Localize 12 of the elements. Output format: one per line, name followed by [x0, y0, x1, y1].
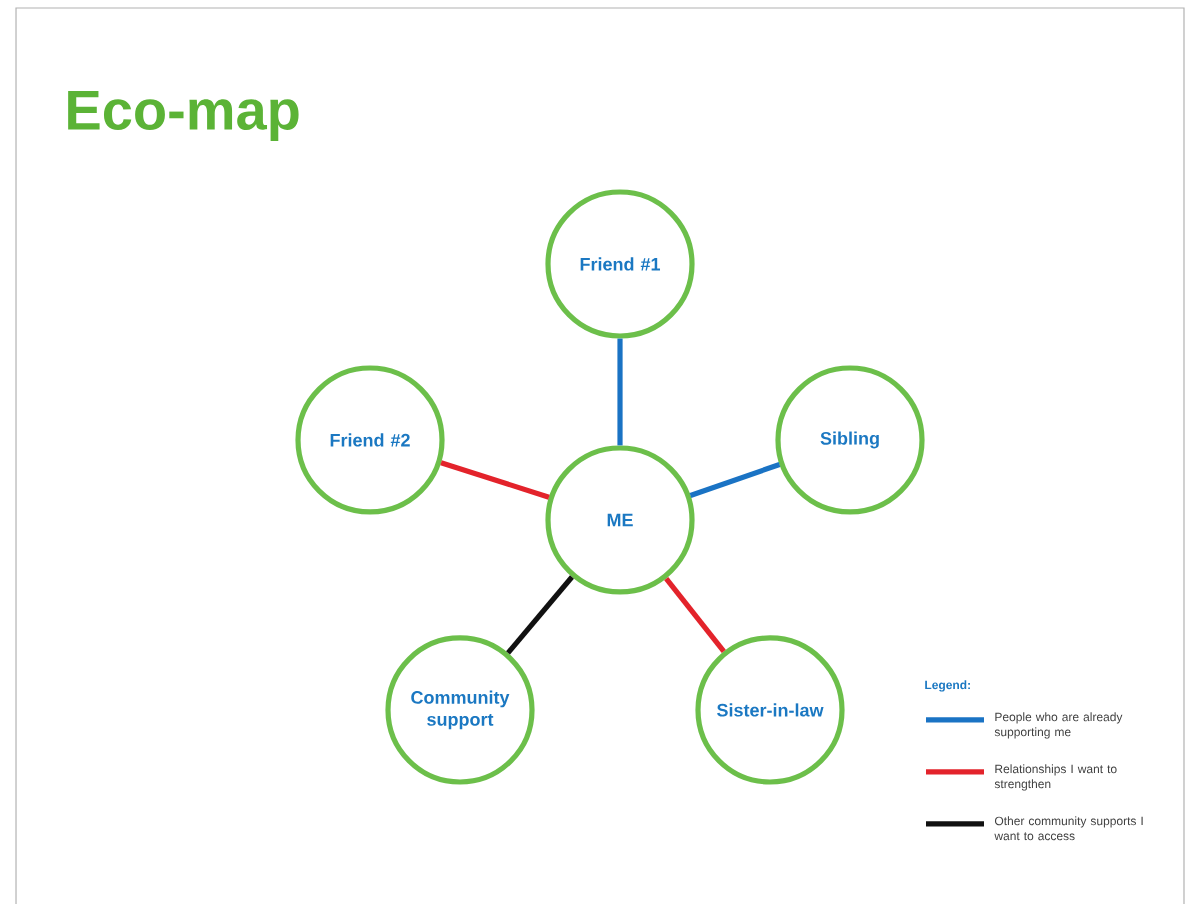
circle-node: Friend #2	[295, 365, 445, 515]
circle-node: ME	[545, 445, 695, 595]
circle-node: Friend #1	[545, 189, 695, 339]
connector-line	[506, 575, 574, 655]
connector-line	[617, 338, 623, 446]
circle-node: Community support	[385, 635, 535, 785]
connector-line	[440, 460, 550, 500]
circle-node: Sibling	[775, 365, 925, 515]
connector-line	[689, 462, 781, 498]
title: Eco-map	[68, 90, 299, 142]
circle-node: Sister-in-law	[695, 635, 845, 785]
connector-line	[664, 576, 726, 654]
